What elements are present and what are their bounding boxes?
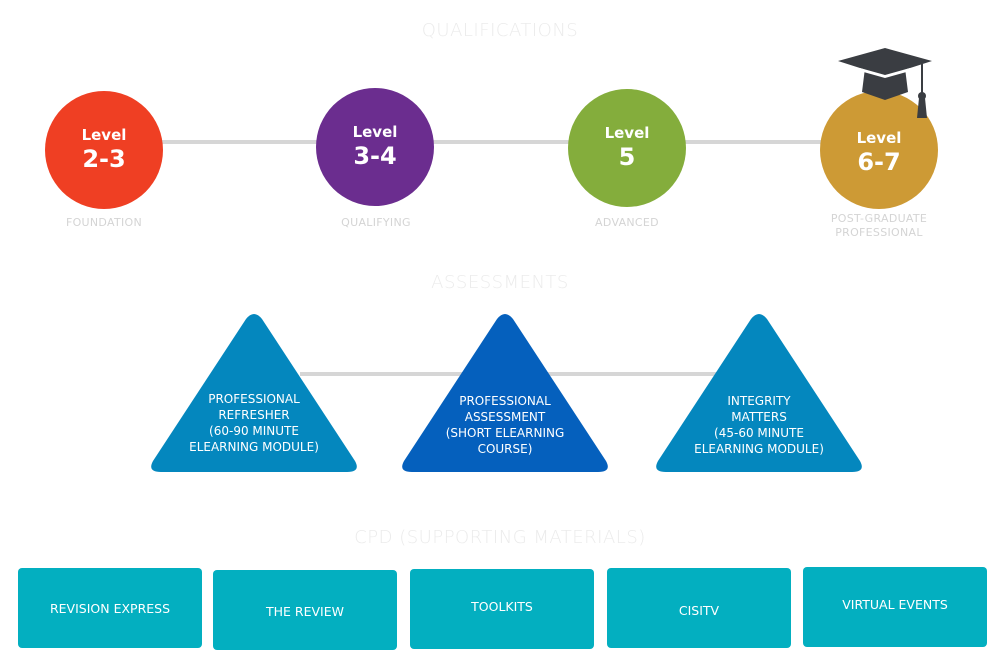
triangle-fill bbox=[151, 314, 357, 472]
assessment-line: (45-60 MINUTE bbox=[714, 426, 804, 440]
level-number: 6-7 bbox=[857, 148, 901, 176]
assessment-line: PROFESSIONAL bbox=[208, 392, 300, 406]
level-label-advanced: ADVANCED bbox=[595, 216, 659, 229]
assessment-professional-refresher[interactable]: PROFESSIONAL REFRESHER (60-90 MINUTE ELE… bbox=[149, 313, 359, 473]
level-word: Level bbox=[604, 124, 650, 142]
assessment-line: MATTERS bbox=[731, 410, 787, 424]
level-label-postgraduate: POST-GRADUATE PROFESSIONAL bbox=[779, 212, 979, 240]
assessment-line: COURSE) bbox=[477, 442, 533, 456]
assessment-line: ASSESSMENT bbox=[464, 410, 546, 424]
assessment-line: ELEARNING MODULE) bbox=[694, 442, 824, 456]
cpd-heading: CPD (SUPPORTING MATERIALS) bbox=[354, 527, 646, 548]
level-label-qualifying: QUALIFYING bbox=[341, 216, 411, 229]
assessment-text: PROFESSIONAL REFRESHER (60-90 MINUTE ELE… bbox=[149, 391, 359, 455]
level-label-line: POST-GRADUATE bbox=[830, 212, 928, 225]
level-label-foundation: FOUNDATION bbox=[65, 216, 143, 229]
triangle-shape bbox=[402, 314, 608, 472]
cpd-label: VIRTUAL EVENTS bbox=[842, 596, 948, 612]
assessment-professional-assessment[interactable]: PROFESSIONAL ASSESSMENT (SHORT ELEARNING… bbox=[400, 313, 610, 473]
triangle-fill bbox=[656, 314, 862, 472]
level-word: Level bbox=[352, 123, 398, 141]
triangle-fill bbox=[402, 314, 608, 472]
assessment-line: PROFESSIONAL bbox=[459, 394, 551, 408]
cpd-label: THE REVIEW bbox=[266, 603, 344, 619]
assessment-line: (60-90 MINUTE bbox=[209, 424, 299, 438]
assessment-line: ELEARNING MODULE) bbox=[189, 440, 319, 454]
level-word: Level bbox=[856, 129, 902, 147]
cpd-virtual-events[interactable]: VIRTUAL EVENTS bbox=[803, 567, 987, 647]
level-number: 3-4 bbox=[353, 142, 397, 170]
qualifications-heading: QUALIFICATIONS bbox=[421, 20, 579, 41]
cpd-cisitv[interactable]: CISITV bbox=[607, 568, 791, 648]
level-circle-qualifying[interactable]: Level 3-4 bbox=[316, 88, 434, 206]
level-label-line: PROFESSIONAL bbox=[835, 226, 923, 239]
triangle-shape bbox=[151, 314, 357, 472]
level-circle-foundation[interactable]: Level 2-3 bbox=[45, 91, 163, 209]
cpd-revision-express[interactable]: REVISION EXPRESS bbox=[18, 568, 202, 648]
assessment-line: (SHORT ELEARNING bbox=[445, 426, 565, 440]
cpd-the-review[interactable]: THE REVIEW bbox=[213, 570, 397, 650]
assessment-line: REFRESHER bbox=[218, 408, 290, 422]
level-number: 5 bbox=[618, 143, 636, 171]
level-number: 2-3 bbox=[82, 145, 126, 173]
cpd-label: REVISION EXPRESS bbox=[49, 600, 171, 616]
assessment-line: INTEGRITY bbox=[727, 394, 791, 408]
assessment-text: INTEGRITY MATTERS (45-60 MINUTE ELEARNIN… bbox=[654, 393, 864, 457]
level-word: Level bbox=[81, 126, 127, 144]
cpd-label: CISITV bbox=[678, 602, 720, 618]
qualifications-connector bbox=[160, 140, 880, 144]
assessments-heading: ASSESSMENTS bbox=[431, 272, 569, 293]
graduation-cap-icon bbox=[838, 48, 932, 118]
level-circle-advanced[interactable]: Level 5 bbox=[568, 89, 686, 207]
assessment-integrity-matters[interactable]: INTEGRITY MATTERS (45-60 MINUTE ELEARNIN… bbox=[654, 313, 864, 473]
assessment-text: PROFESSIONAL ASSESSMENT (SHORT ELEARNING… bbox=[400, 393, 610, 457]
cpd-label: TOOLKITS bbox=[471, 598, 533, 614]
triangle-shape bbox=[656, 314, 862, 472]
cpd-toolkits[interactable]: TOOLKITS bbox=[410, 569, 594, 649]
